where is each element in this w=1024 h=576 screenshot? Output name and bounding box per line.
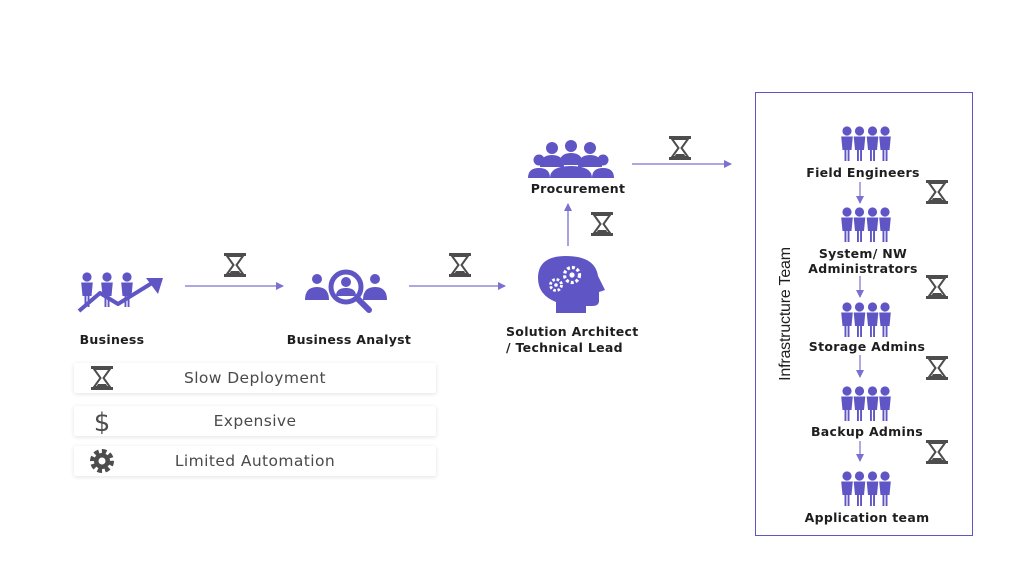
storage-admins-label: Storage Admins (808, 339, 926, 354)
infrastructure-team-box (755, 92, 973, 536)
system-admins-line-1: System/ NW (818, 246, 908, 261)
solution-architect-line-2: / Technical Lead (506, 340, 623, 355)
business-label: Business (79, 332, 145, 347)
solution-architect-label: Solution Architect / Technical Lead (497, 324, 657, 356)
issue-label: Expensive (213, 412, 297, 430)
issue-label: Slow Deployment (183, 369, 327, 387)
issue-expensive: $ Expensive (74, 406, 436, 436)
gear-icon (90, 449, 114, 473)
issue-label: Limited Automation (174, 452, 336, 470)
business-icon (77, 272, 163, 313)
hourglass-icon (223, 252, 247, 278)
application-team-label: Application team (804, 510, 930, 525)
issue-slow-deployment: Slow Deployment (74, 363, 436, 393)
backup-admins-label: Backup Admins (810, 424, 924, 439)
system-admins-line-2: Administrators (808, 261, 918, 276)
hourglass-icon (668, 135, 692, 161)
system-admins-label: System/ NW Administrators (783, 246, 943, 276)
hourglass-icon (448, 252, 472, 278)
hourglass-icon (590, 211, 614, 237)
field-engineers-label: Field Engineers (806, 165, 920, 180)
procurement-icon (528, 140, 614, 178)
solution-architect-line-1: Solution Architect (506, 324, 639, 339)
issue-limited-automation: Limited Automation (74, 446, 436, 476)
brain-gears-icon (538, 256, 605, 313)
svg-text:$: $ (94, 408, 111, 434)
business-analyst-label: Business Analyst (286, 332, 412, 347)
procurement-label: Procurement (530, 181, 626, 196)
dollar-icon: $ (94, 408, 111, 434)
hourglass-icon (91, 366, 113, 390)
business-analyst-icon (305, 269, 387, 313)
